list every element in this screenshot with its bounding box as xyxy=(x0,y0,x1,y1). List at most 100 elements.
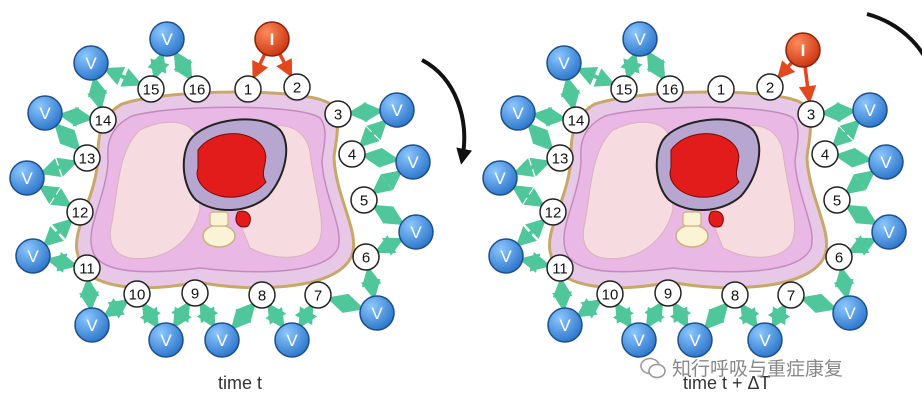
voltmeter-circle xyxy=(546,45,582,81)
electrode-13: 13 xyxy=(73,144,101,172)
voltmeter-circle xyxy=(832,295,868,331)
wechat-icon xyxy=(640,357,666,378)
voltage-lead xyxy=(230,301,257,331)
rotation-arrow xyxy=(866,12,922,57)
electrode-number: 2 xyxy=(293,80,301,97)
current-source-circle xyxy=(785,32,821,68)
electrode-10: 10 xyxy=(123,280,151,308)
voltage-lead xyxy=(575,298,603,319)
current-source: I xyxy=(254,21,290,57)
electrode-number: 5 xyxy=(360,193,368,210)
voltage-lead xyxy=(669,300,692,329)
voltmeter-4: V xyxy=(359,295,395,331)
voltage-lead xyxy=(515,218,547,248)
voltmeter-1: V xyxy=(852,92,888,128)
voltmeter-6: V xyxy=(204,322,240,358)
voltmeter-label: V xyxy=(883,223,895,242)
voltmeter-circle xyxy=(622,21,658,57)
voltage-lead xyxy=(102,298,130,319)
voltmeter-11: V xyxy=(500,95,536,131)
electrode-16: 16 xyxy=(656,75,684,103)
voltmeter-label: V xyxy=(161,30,173,49)
electrode-number: 3 xyxy=(807,107,815,124)
voltmeter-circle xyxy=(148,322,184,358)
electrode-number: 8 xyxy=(731,288,739,305)
voltmeter-circle xyxy=(500,95,536,131)
voltmeter-circle xyxy=(621,322,657,358)
electrode-number: 6 xyxy=(362,250,370,267)
voltage-lead xyxy=(360,265,382,301)
electrode-1: 1 xyxy=(707,75,735,103)
voltage-lead xyxy=(171,300,192,329)
electrode-circle xyxy=(181,279,209,307)
voltmeter-10: V xyxy=(482,160,518,196)
electrode-circle xyxy=(721,281,749,309)
electrode-12: 12 xyxy=(66,198,94,226)
electrode-circle xyxy=(89,106,117,134)
voltage-lead xyxy=(57,106,95,127)
vertebra xyxy=(202,224,236,248)
voltmeter-label: V xyxy=(39,104,51,123)
electrode-6: 6 xyxy=(352,243,380,271)
voltage-lead xyxy=(518,251,552,273)
electrode-16: 16 xyxy=(183,75,211,103)
electrode-number: 4 xyxy=(821,147,829,164)
voltmeter-label: V xyxy=(391,101,403,120)
voltage-lead xyxy=(530,106,568,127)
electrode-12: 12 xyxy=(539,198,567,226)
electrode-circle xyxy=(324,100,352,128)
electrode-circle xyxy=(183,75,211,103)
electrode-number: 13 xyxy=(79,151,96,168)
electrode-14: 14 xyxy=(562,106,590,134)
electrode-circle xyxy=(656,75,684,103)
right-lung xyxy=(582,121,674,260)
voltage-lead xyxy=(510,185,546,208)
voltage-lead xyxy=(102,66,143,87)
voltmeter-circle xyxy=(747,322,783,358)
current-source-label: I xyxy=(801,41,806,60)
electrode-8: 8 xyxy=(248,281,276,309)
electrode-circle xyxy=(137,75,165,103)
voltmeter-label: V xyxy=(494,169,506,188)
voltmeter-circle xyxy=(398,214,434,250)
voltmeter-5: V xyxy=(747,322,783,358)
sternum xyxy=(209,211,229,227)
sternum xyxy=(682,211,702,227)
voltage-lead xyxy=(620,51,643,81)
voltage-lead xyxy=(39,157,79,178)
voltmeter-circle xyxy=(274,322,310,358)
torso xyxy=(548,90,829,290)
voltmeter-5: V xyxy=(274,322,310,358)
voltage-lead xyxy=(196,300,219,329)
voltage-lead xyxy=(844,204,878,226)
voltage-lead xyxy=(326,293,365,314)
voltmeter-label: V xyxy=(633,331,645,350)
voltmeter-circle xyxy=(868,144,904,180)
torso xyxy=(75,90,356,290)
electrode-4: 4 xyxy=(338,140,366,168)
voltage-lead xyxy=(819,102,858,123)
electrode-circle xyxy=(546,144,574,172)
voltage-lead xyxy=(831,119,861,148)
electrode-circle xyxy=(539,198,567,226)
voltmeter-8: V xyxy=(547,307,583,343)
voltmeter-12: V xyxy=(546,45,582,81)
electrode-circle xyxy=(654,279,682,307)
voltmeter-7: V xyxy=(621,322,657,358)
right-lung xyxy=(109,121,201,260)
voltmeter-label: V xyxy=(844,304,856,323)
voltage-lead xyxy=(147,51,170,81)
voltage-lead xyxy=(560,75,581,112)
voltmeter-label: V xyxy=(689,331,701,350)
current-lead xyxy=(276,53,293,78)
voltmeter-circle xyxy=(73,45,109,81)
voltmeter-circle xyxy=(871,214,907,250)
voltmeter-label: V xyxy=(512,104,524,123)
voltmeter-10: V xyxy=(9,160,45,196)
voltmeter-2: V xyxy=(395,144,431,180)
voltmeter-3: V xyxy=(398,214,434,250)
electrode-9: 9 xyxy=(181,279,209,307)
electrode-8: 8 xyxy=(721,281,749,309)
electrode-circle xyxy=(823,186,851,214)
voltmeter-label: V xyxy=(86,316,98,335)
